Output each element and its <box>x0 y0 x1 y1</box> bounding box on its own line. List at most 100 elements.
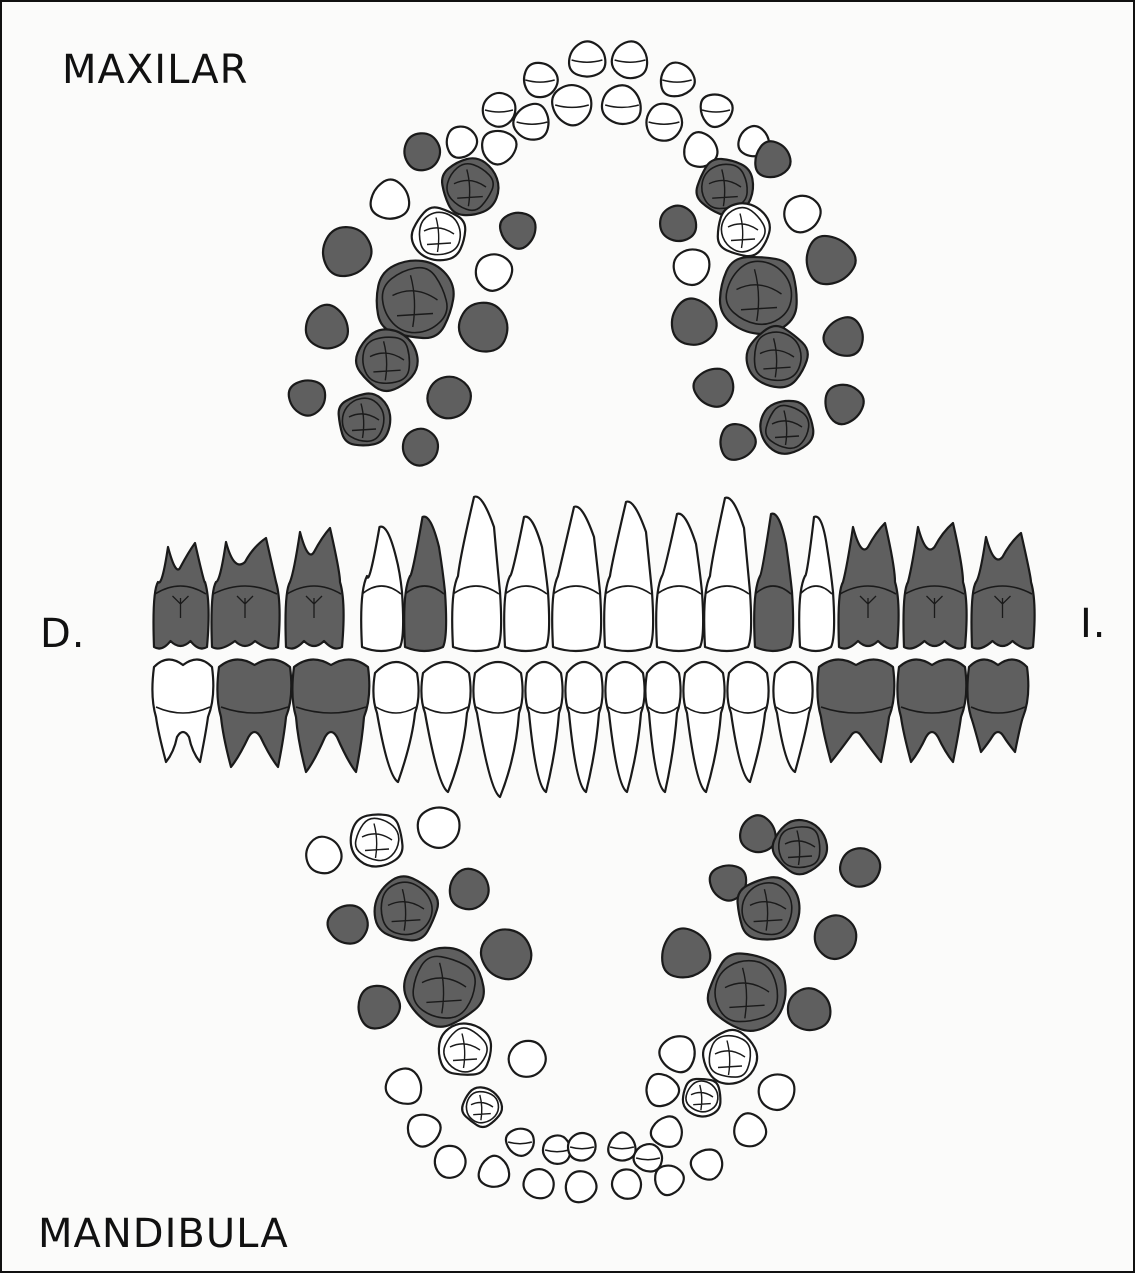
lower-lateral-tooth <box>152 659 213 762</box>
upper-lateral-tooth <box>452 497 501 651</box>
lower-arch-occlusal-view <box>306 808 880 1203</box>
upper-occlusal-tooth <box>825 385 863 424</box>
lower-occlusal-tooth <box>703 1030 757 1084</box>
upper-occlusal-tooth <box>824 317 863 356</box>
upper-occlusal-tooth <box>646 104 682 141</box>
upper-occlusal-tooth <box>612 41 647 78</box>
lower-lateral-tooth <box>292 659 369 772</box>
upper-lateral-tooth <box>656 514 703 651</box>
lower-occlusal-tooth <box>691 1150 722 1180</box>
lower-occlusal-tooth <box>788 988 831 1030</box>
upper-lateral-tooth <box>754 514 793 651</box>
upper-occlusal-tooth <box>404 133 440 170</box>
lower-occlusal-tooth <box>738 877 800 939</box>
lower-occlusal-tooth <box>840 848 880 886</box>
lower-occlusal-tooth <box>523 1169 553 1198</box>
lower-occlusal-tooth <box>566 1171 597 1202</box>
upper-occlusal-tooth <box>476 254 512 291</box>
lower-occlusal-tooth <box>773 820 827 874</box>
lower-lateral-tooth <box>605 662 644 792</box>
upper-occlusal-tooth <box>403 429 438 466</box>
upper-occlusal-tooth <box>694 369 734 407</box>
upper-occlusal-tooth <box>784 196 820 233</box>
upper-occlusal-tooth <box>371 179 410 218</box>
lower-occlusal-tooth <box>612 1169 641 1198</box>
lower-occlusal-tooth <box>404 948 484 1027</box>
upper-occlusal-tooth <box>807 236 856 284</box>
upper-occlusal-tooth <box>720 424 755 460</box>
lower-occlusal-tooth <box>659 1036 694 1072</box>
upper-occlusal-tooth <box>718 203 770 256</box>
lower-occlusal-tooth <box>634 1144 663 1171</box>
upper-occlusal-tooth <box>569 41 605 76</box>
upper-occlusal-tooth <box>747 326 808 387</box>
lower-lateral-tooth <box>645 662 680 792</box>
upper-lateral-tooth <box>904 523 967 649</box>
lower-occlusal-tooth <box>450 869 489 909</box>
lower-occlusal-tooth <box>359 986 400 1029</box>
upper-lateral-tooth <box>154 543 209 649</box>
upper-occlusal-tooth <box>701 94 733 127</box>
upper-lateral-tooth <box>361 527 403 651</box>
lower-occlusal-tooth <box>651 1116 682 1147</box>
lower-occlusal-tooth <box>462 1087 502 1127</box>
lower-lateral-tooth <box>421 662 470 792</box>
upper-occlusal-tooth <box>306 305 348 349</box>
upper-lateral-tooth <box>972 533 1035 649</box>
lower-occlusal-tooth <box>740 815 776 852</box>
lower-lateral-tooth <box>373 662 418 782</box>
lower-lateral-tooth <box>967 659 1028 752</box>
lower-occlusal-tooth <box>351 814 403 866</box>
upper-occlusal-tooth <box>483 93 516 127</box>
upper-occlusal-tooth <box>661 63 695 97</box>
upper-lateral-tooth <box>212 538 280 649</box>
lower-lateral-tooth <box>473 662 522 797</box>
upper-lateral-tooth <box>504 517 549 651</box>
upper-occlusal-tooth <box>323 227 371 276</box>
upper-occlusal-tooth <box>289 380 325 415</box>
upper-occlusal-tooth <box>482 131 516 165</box>
upper-arch-occlusal-view <box>289 41 864 465</box>
lower-occlusal-tooth <box>646 1074 679 1106</box>
upper-occlusal-tooth <box>755 141 790 177</box>
lower-lateral-tooth <box>217 659 291 767</box>
upper-occlusal-tooth <box>442 158 498 215</box>
lower-occlusal-tooth <box>509 1041 546 1077</box>
lower-occlusal-tooth <box>568 1133 596 1161</box>
lower-occlusal-tooth <box>815 915 856 959</box>
upper-occlusal-tooth <box>660 206 696 241</box>
lower-occlusal-tooth <box>328 905 368 943</box>
lower-occlusal-tooth <box>439 1023 491 1074</box>
lower-lateral-tooth <box>683 662 724 792</box>
upper-occlusal-tooth <box>459 303 507 352</box>
upper-occlusal-tooth <box>672 298 717 344</box>
lower-occlusal-tooth <box>435 1146 466 1178</box>
lower-occlusal-tooth <box>306 837 341 874</box>
lower-occlusal-tooth <box>662 928 710 977</box>
upper-occlusal-tooth <box>760 401 813 454</box>
lateral-view-dentition <box>152 497 1034 797</box>
lower-occlusal-tooth <box>543 1135 570 1163</box>
upper-lateral-tooth <box>839 523 899 649</box>
upper-occlusal-tooth <box>720 257 797 334</box>
lower-occlusal-tooth <box>481 929 531 979</box>
upper-occlusal-tooth <box>674 249 710 285</box>
lower-occlusal-tooth <box>408 1115 441 1147</box>
lower-occlusal-tooth <box>386 1068 421 1103</box>
upper-lateral-tooth <box>552 507 601 651</box>
upper-occlusal-tooth <box>513 104 548 140</box>
upper-occlusal-tooth <box>524 63 558 97</box>
upper-occlusal-tooth <box>552 85 591 125</box>
lower-lateral-tooth <box>565 662 602 792</box>
upper-occlusal-tooth <box>427 377 470 419</box>
upper-occlusal-tooth <box>500 213 535 249</box>
lower-occlusal-tooth <box>759 1074 795 1110</box>
lower-occlusal-tooth <box>608 1132 635 1160</box>
lower-occlusal-tooth <box>683 1079 721 1117</box>
upper-occlusal-tooth <box>356 329 418 391</box>
lower-occlusal-tooth <box>734 1113 766 1146</box>
lower-occlusal-tooth <box>479 1156 509 1187</box>
lower-lateral-tooth <box>897 659 966 762</box>
